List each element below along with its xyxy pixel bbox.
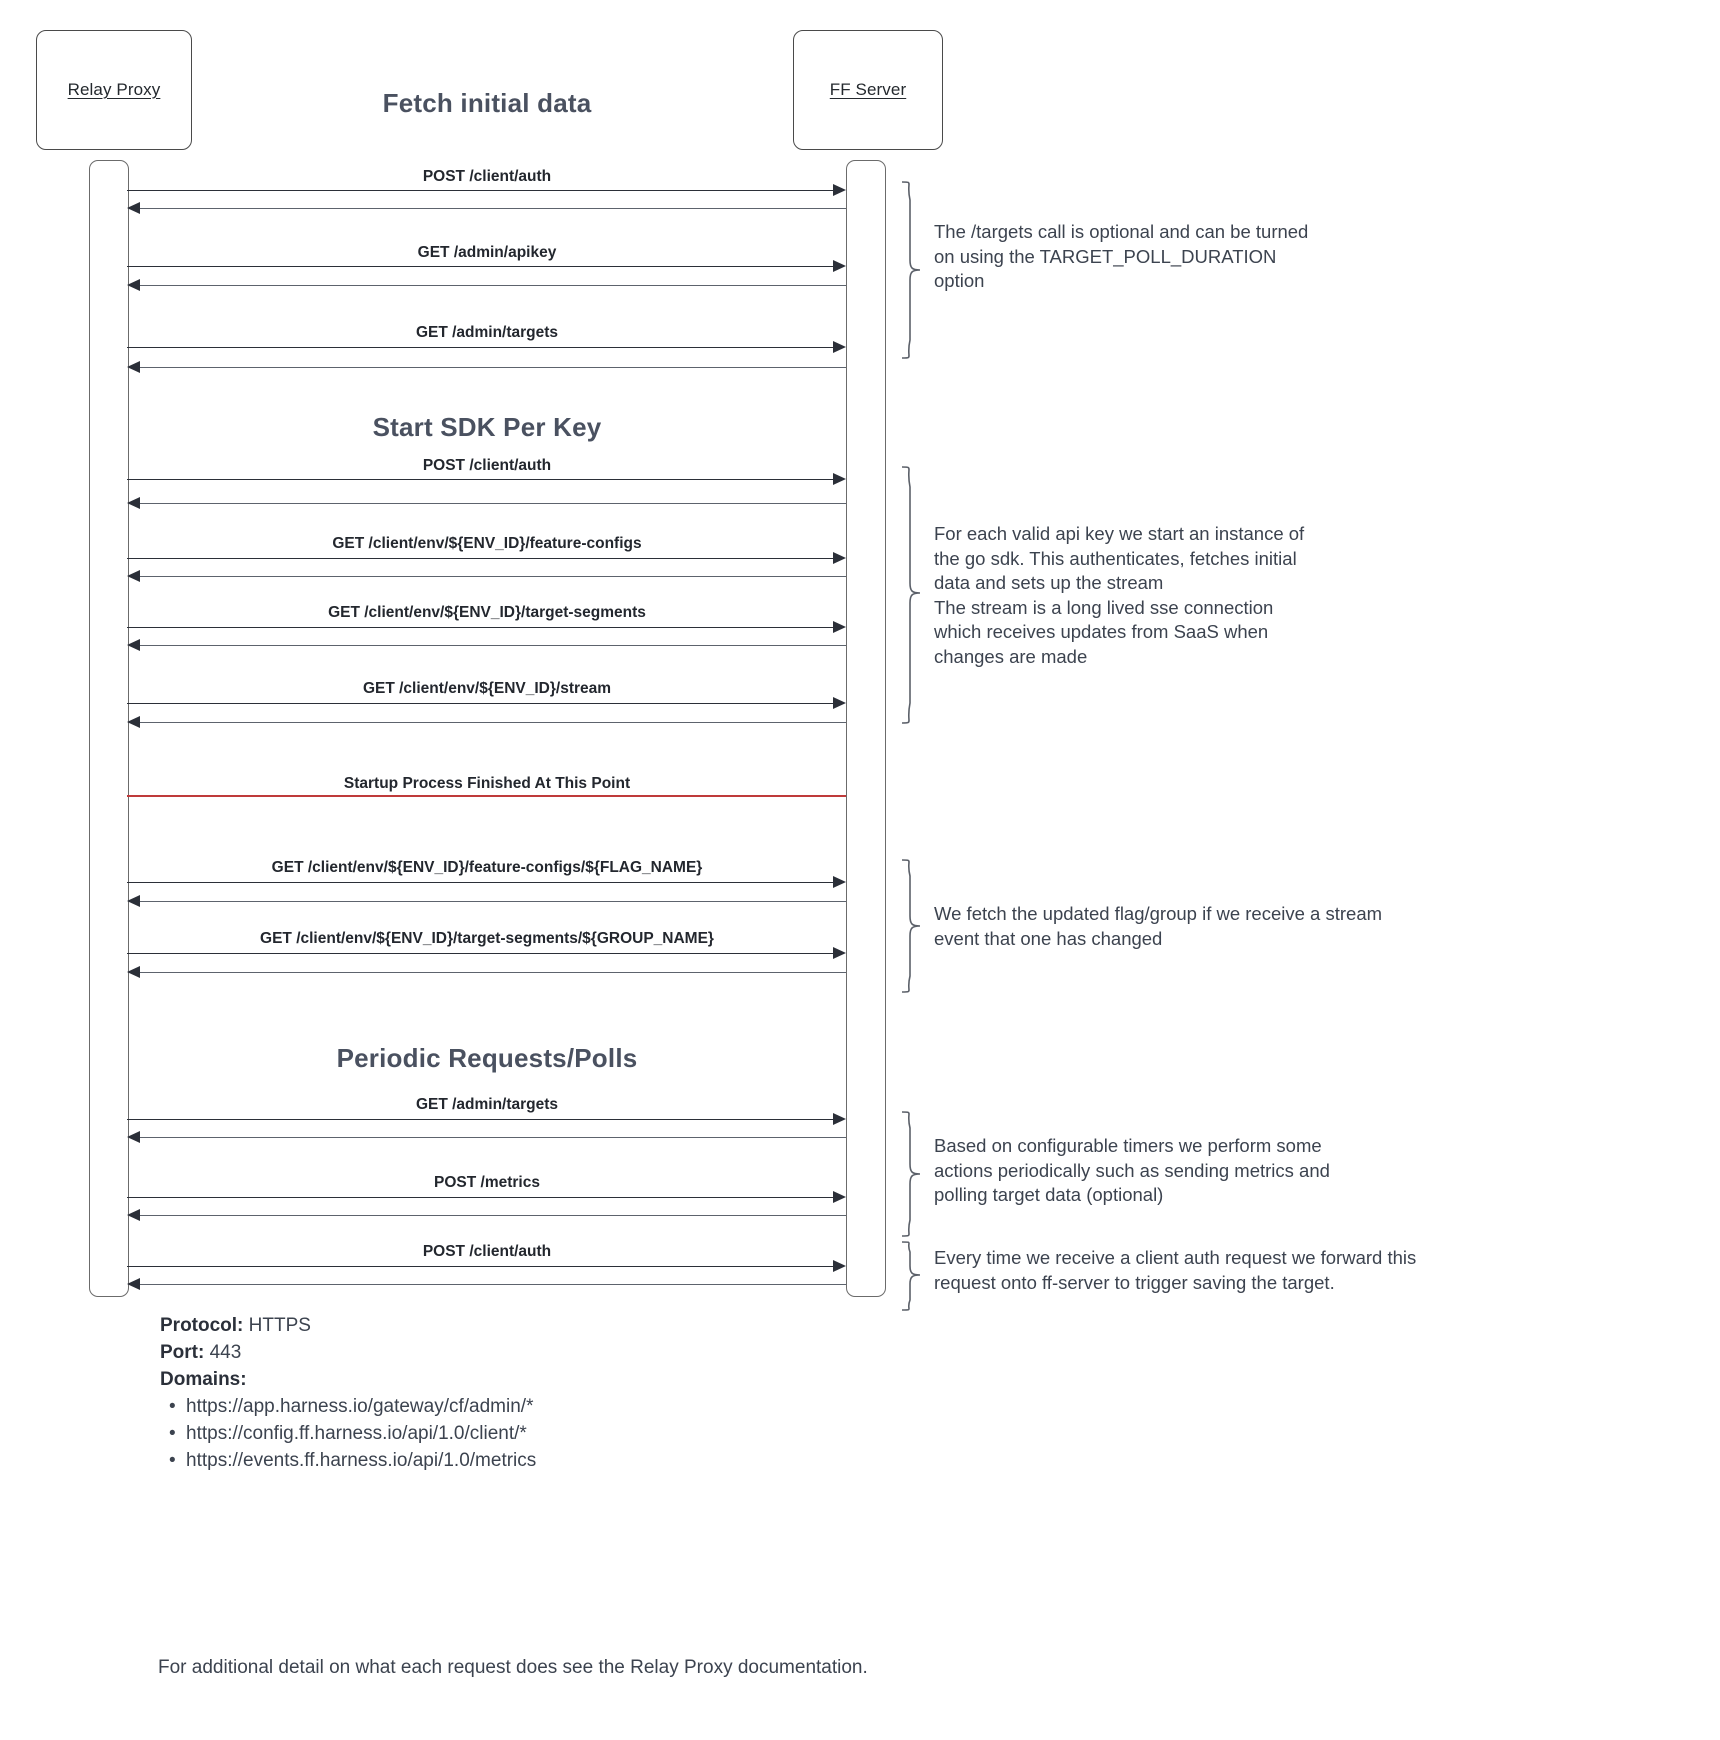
legend-domains-label: Domains: xyxy=(160,1368,247,1390)
brace-icon xyxy=(898,1240,924,1312)
message-arrow-request xyxy=(127,266,840,267)
arrow-head-icon xyxy=(833,1260,846,1272)
lifeline-ff-server xyxy=(846,160,886,1297)
message-arrow-request xyxy=(127,1119,840,1120)
legend-protocol-label: Protocol: xyxy=(160,1315,244,1336)
message-label-get-target-segments: GET /client/env/${ENV_ID}/target-segment… xyxy=(328,604,646,621)
legend-protocol-row: Protocol: HTTPS xyxy=(160,1313,800,1340)
message-arrow-request xyxy=(127,1266,840,1267)
list-item: https://events.ff.harness.io/api/1.0/met… xyxy=(169,1448,800,1475)
message-label-get-feature-config-flag: GET /client/env/${ENV_ID}/feature-config… xyxy=(271,859,703,876)
message-label-post-client-auth-1: POST /client/auth xyxy=(422,168,552,185)
arrow-head-icon xyxy=(127,966,140,978)
message-label-post-client-auth-2: POST /client/auth xyxy=(422,457,552,474)
message-label-post-client-auth-3: POST /client/auth xyxy=(422,1243,552,1260)
legend-block: Protocol: HTTPS Port: 443 Domains: https… xyxy=(160,1313,800,1475)
message-arrow-request xyxy=(127,558,840,559)
message-label-get-admin-apikey: GET /admin/apikey xyxy=(417,244,557,261)
message-arrow-response xyxy=(140,1215,846,1216)
section-title-start-sdk-per-key: Start SDK Per Key xyxy=(372,412,602,442)
arrow-head-icon xyxy=(833,184,846,196)
message-arrow-response xyxy=(140,901,846,902)
arrow-head-icon xyxy=(833,473,846,485)
message-arrow-request xyxy=(127,882,840,883)
brace-icon xyxy=(898,465,924,725)
legend-port-value: 443 xyxy=(209,1341,242,1363)
startup-finished-divider xyxy=(127,795,846,797)
message-arrow-response xyxy=(140,503,846,504)
actor-box-ff-server[interactable]: FF Server xyxy=(793,30,943,150)
legend-port-label: Port: xyxy=(160,1341,205,1363)
arrow-head-icon xyxy=(127,1209,140,1221)
arrow-head-icon xyxy=(127,1131,140,1143)
note-periodic-timers: Based on configurable timers we perform … xyxy=(934,1135,1330,1206)
message-arrow-response xyxy=(140,576,846,577)
footnote-documentation: For additional detail on what each reque… xyxy=(158,1657,868,1678)
arrow-head-icon xyxy=(127,361,140,373)
message-arrow-response xyxy=(140,1284,846,1285)
note-client-auth-forward: Every time we receive a client auth requ… xyxy=(934,1247,1417,1293)
arrow-head-icon xyxy=(833,552,846,564)
arrow-head-icon xyxy=(833,341,846,353)
brace-icon xyxy=(898,858,924,994)
message-label-get-target-segment-group: GET /client/env/${ENV_ID}/target-segment… xyxy=(260,930,714,947)
arrow-head-icon xyxy=(833,621,846,633)
arrow-head-icon xyxy=(127,497,140,509)
legend-protocol-value: HTTPS xyxy=(248,1315,311,1336)
message-label-get-stream: GET /client/env/${ENV_ID}/stream xyxy=(362,680,612,697)
message-arrow-request xyxy=(127,479,840,480)
message-label-get-feature-configs: GET /client/env/${ENV_ID}/feature-config… xyxy=(332,535,642,552)
note-targets-optional: The /targets call is optional and can be… xyxy=(934,221,1309,292)
divider-label-startup-finished: Startup Process Finished At This Point xyxy=(343,775,631,792)
message-arrow-request xyxy=(127,190,840,191)
arrow-head-icon xyxy=(127,1278,140,1290)
legend-port-row: Port: 443 xyxy=(160,1340,800,1367)
arrow-head-icon xyxy=(127,639,140,651)
section-title-fetch-initial-data: Fetch initial data xyxy=(382,88,592,118)
message-arrow-request xyxy=(127,347,840,348)
arrow-head-icon xyxy=(833,697,846,709)
message-arrow-response xyxy=(140,208,846,209)
message-arrow-request xyxy=(127,1197,840,1198)
actor-box-relay-proxy[interactable]: Relay Proxy xyxy=(36,30,192,150)
message-arrow-response xyxy=(140,1137,846,1138)
message-arrow-request xyxy=(127,953,840,954)
message-arrow-response xyxy=(140,722,846,723)
message-arrow-response xyxy=(140,367,846,368)
note-sdk-instance: For each valid api key we start an insta… xyxy=(934,523,1305,667)
message-label-get-admin-targets-2: GET /admin/targets xyxy=(415,1096,559,1113)
message-arrow-response xyxy=(140,972,846,973)
note-stream-update: We fetch the updated flag/group if we re… xyxy=(934,903,1383,949)
arrow-head-icon xyxy=(127,279,140,291)
lifeline-relay-proxy xyxy=(89,160,129,1297)
section-title-periodic-requests: Periodic Requests/Polls xyxy=(336,1043,638,1073)
message-arrow-request xyxy=(127,703,840,704)
arrow-head-icon xyxy=(127,570,140,582)
arrow-head-icon xyxy=(833,947,846,959)
message-arrow-request xyxy=(127,627,840,628)
arrow-head-icon xyxy=(833,876,846,888)
actor-label-ff-server: FF Server xyxy=(829,80,907,99)
actor-label-relay-proxy: Relay Proxy xyxy=(67,80,161,99)
list-item: https://config.ff.harness.io/api/1.0/cli… xyxy=(169,1421,800,1448)
message-label-get-admin-targets-1: GET /admin/targets xyxy=(415,324,559,341)
arrow-head-icon xyxy=(833,1191,846,1203)
legend-domain-list: https://app.harness.io/gateway/cf/admin/… xyxy=(160,1394,800,1475)
brace-icon xyxy=(898,180,924,360)
message-arrow-response xyxy=(140,285,846,286)
arrow-head-icon xyxy=(127,202,140,214)
legend-domains-row: Domains: xyxy=(160,1367,800,1394)
arrow-head-icon xyxy=(127,716,140,728)
message-label-post-metrics: POST /metrics xyxy=(434,1174,540,1191)
brace-icon xyxy=(898,1110,924,1238)
message-arrow-response xyxy=(140,645,846,646)
arrow-head-icon xyxy=(833,260,846,272)
list-item: https://app.harness.io/gateway/cf/admin/… xyxy=(169,1394,800,1421)
arrow-head-icon xyxy=(127,895,140,907)
arrow-head-icon xyxy=(833,1113,846,1125)
